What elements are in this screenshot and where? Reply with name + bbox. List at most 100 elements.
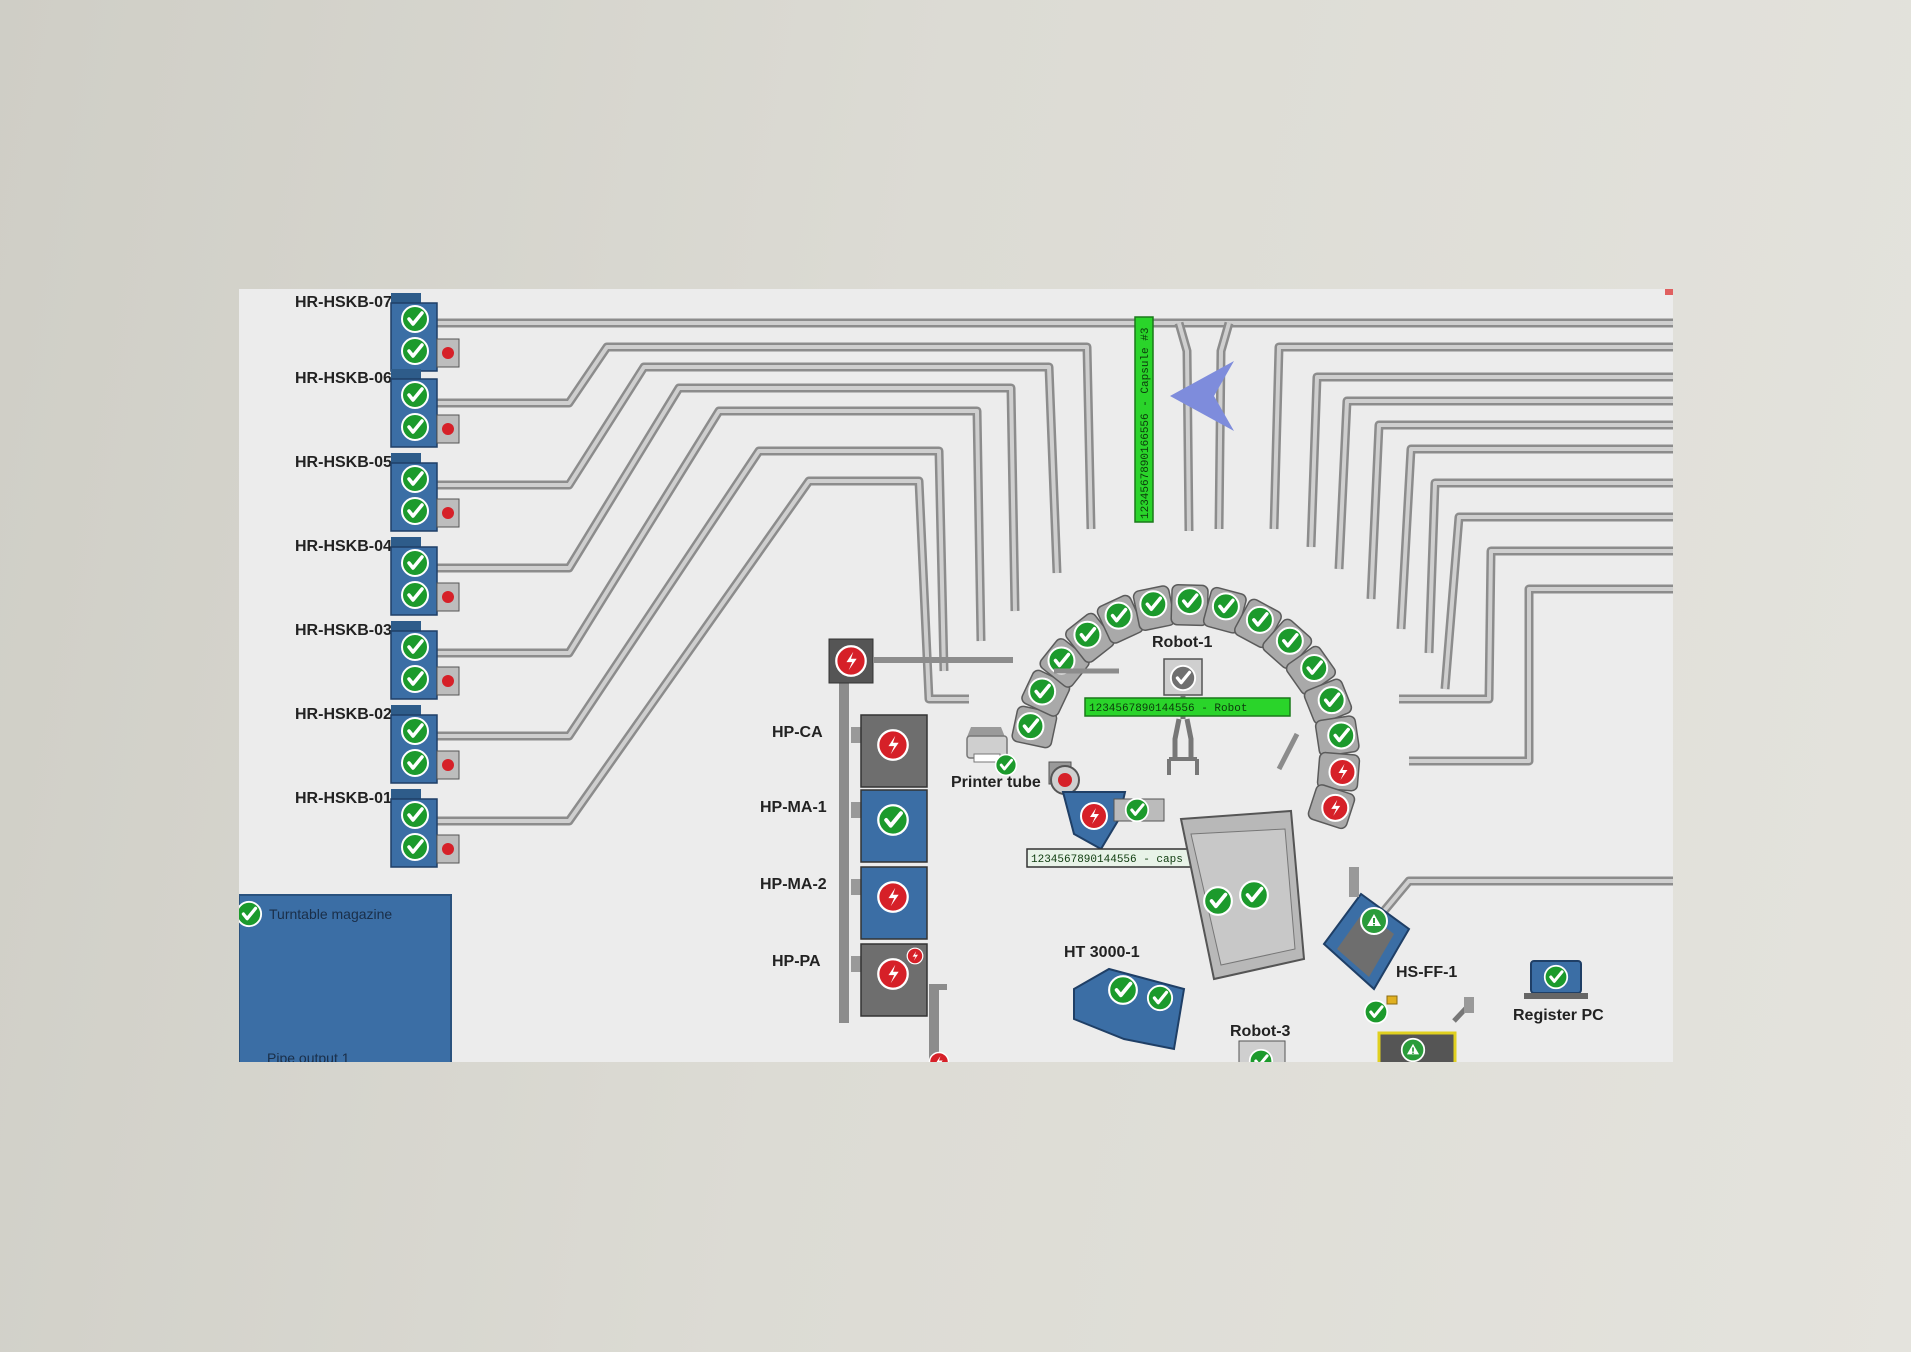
turntable-label: Turntable magazine — [269, 906, 392, 922]
robot-3-label: Robot-3 — [1230, 1023, 1291, 1040]
magazine-label: HR-HSKB-05 — [295, 454, 392, 471]
turntable-status-icon — [239, 900, 263, 928]
hp-stations: HP-CA HP-MA-1HP-MA-2HP-PA — [760, 714, 928, 1017]
printer-tube[interactable]: Printer tube — [951, 727, 1041, 791]
ring-pocket-status-icon — [1072, 619, 1103, 650]
magazine-upper-status-icon — [400, 800, 430, 830]
magazine-upper-status-icon — [400, 304, 430, 334]
magazine-lower-status-icon — [400, 496, 430, 526]
robot-1-ring — [1011, 583, 1361, 830]
station-hp-pa[interactable]: HP-PA — [772, 943, 928, 1017]
ring-pocket-status-icon — [1299, 653, 1329, 683]
ring-pocket[interactable] — [1170, 583, 1209, 627]
loader-cart[interactable] — [1179, 809, 1306, 981]
hp-column — [828, 638, 1013, 1062]
ht-3000-1[interactable]: HT 3000-1 — [1064, 944, 1186, 1051]
magazine-lower-status-icon — [400, 580, 430, 610]
turntable-output-label: Pipe output 1 — [267, 1050, 350, 1062]
station-status-icon — [877, 958, 909, 990]
bottom-station[interactable] — [1377, 997, 1474, 1062]
station-status-icon — [876, 803, 910, 837]
loader-status-icon-1 — [1202, 885, 1234, 917]
hp-column-top-status-icon — [835, 645, 867, 677]
magazine-lower-status-icon — [400, 832, 430, 862]
ring-pocket-status-icon — [1174, 586, 1205, 616]
ring-pocket-status-icon — [1321, 793, 1350, 822]
robot-3[interactable]: Robot-3 — [1230, 1023, 1291, 1062]
ring-pocket[interactable] — [1132, 585, 1176, 632]
register-pc[interactable]: Register PC — [1513, 960, 1604, 1024]
robot-1[interactable]: Robot-1 1234567890144556 - Robot — [1084, 634, 1291, 775]
station-hp-ma-1[interactable]: HP-MA-1 — [760, 789, 928, 863]
magazine-lower-status-icon — [400, 664, 430, 694]
station-hp-ca[interactable]: HP-CA — [772, 714, 928, 788]
hs-ff-1-sub-status-icon — [1363, 999, 1389, 1025]
ring-pocket-status-icon — [1326, 720, 1356, 751]
bottom-station-status-icon — [1400, 1037, 1426, 1062]
ring-pocket-status-icon — [1316, 685, 1347, 715]
ring-pocket[interactable] — [1307, 783, 1356, 830]
close-icon[interactable] — [1665, 289, 1673, 295]
ring-pocket-status-icon — [1138, 589, 1169, 619]
magazine-lower-status-icon — [400, 336, 430, 366]
magazine-label: HR-HSKB-07 — [295, 294, 392, 311]
ring-pocket-status-icon — [1245, 605, 1275, 635]
ring-pocket[interactable] — [1314, 715, 1360, 757]
ht-3000-1-status-icon-1 — [1107, 974, 1139, 1006]
ring-pocket-status-icon — [1211, 591, 1241, 622]
magazine-hr-hskb-04[interactable]: HR-HSKB-04 — [295, 537, 460, 616]
loader-status-icon-2 — [1238, 879, 1270, 911]
direction-arrow-icon — [1170, 361, 1234, 431]
magazine-label: HR-HSKB-06 — [295, 370, 392, 387]
magazine-column: HR-HSKB-07HR-HSKB-06HR-HSKB-05HR-HSKB-04… — [295, 293, 460, 868]
magazine-label: HR-HSKB-02 — [295, 706, 392, 723]
magazine-lower-status-icon — [400, 412, 430, 442]
register-pc-status-icon — [1543, 964, 1569, 990]
printer-label: Printer tube — [951, 774, 1041, 791]
station-label: HP-CA — [772, 724, 823, 741]
station-hp-ma-2[interactable]: HP-MA-2 — [760, 866, 928, 940]
magazine-hr-hskb-06[interactable]: HR-HSKB-06 — [295, 369, 460, 448]
plant-diagram: HR-HSKB-07HR-HSKB-06HR-HSKB-05HR-HSKB-04… — [239, 289, 1673, 1062]
magazine-upper-status-icon — [400, 716, 430, 746]
magazine-hr-hskb-03[interactable]: HR-HSKB-03 — [295, 621, 460, 700]
magazine-upper-status-icon — [400, 548, 430, 578]
hs-ff-1[interactable]: HS-FF-1 — [1322, 867, 1457, 1025]
magazine-upper-status-icon — [400, 632, 430, 662]
lock-icon — [1386, 995, 1398, 1005]
robot-1-status-icon — [1169, 664, 1197, 692]
ht-3000-1-status-icon-2 — [1146, 984, 1174, 1012]
magazine-label: HR-HSKB-04 — [295, 538, 392, 555]
ring-pocket-status-icon — [1275, 626, 1305, 656]
magazine-label: HR-HSKB-01 — [295, 790, 392, 807]
ht-3000-1-label: HT 3000-1 — [1064, 944, 1140, 961]
magazine-lower-status-icon — [400, 748, 430, 778]
station-label: HP-MA-1 — [760, 799, 827, 816]
robot-1-label: Robot-1 — [1152, 634, 1213, 651]
hs-ff-1-status-icon — [1360, 907, 1388, 935]
station-badge-icon — [906, 947, 924, 965]
station-label: HP-PA — [772, 953, 821, 970]
magazine-hr-hskb-07[interactable]: HR-HSKB-07 — [295, 293, 460, 372]
robot-1-barcode — [1084, 697, 1291, 717]
caps-barcode-text: 1234567890144556 - caps from ro — [1031, 854, 1236, 866]
magazine-hr-hskb-01[interactable]: HR-HSKB-01 — [295, 789, 460, 868]
ring-pocket-status-icon — [1103, 600, 1134, 631]
register-pc-label: Register PC — [1513, 1007, 1604, 1024]
capsule-barcode: 1234567890166556 - Capsule #3 — [1134, 316, 1154, 523]
ring-pocket-status-icon — [1328, 757, 1357, 786]
magazine-hr-hskb-05[interactable]: HR-HSKB-05 — [295, 453, 460, 532]
magazine-label: HR-HSKB-03 — [295, 622, 392, 639]
turntable-magazine[interactable]: Turntable magazine Pipe output 1 — [239, 894, 452, 1062]
transport-tracks — [411, 318, 1673, 932]
station-status-icon — [877, 881, 909, 913]
capsule-barcode-text: 1234567890166556 - Capsule #3 — [1140, 328, 1152, 519]
ring-pocket-status-icon — [1015, 711, 1046, 741]
robot-1-barcode-text: 1234567890144556 - Robot — [1089, 703, 1247, 715]
station-label: HP-MA-2 — [760, 876, 827, 893]
ring-pocket-status-icon — [1027, 676, 1057, 707]
magazine-upper-status-icon — [400, 464, 430, 494]
magazine-upper-status-icon — [400, 380, 430, 410]
magazine-hr-hskb-02[interactable]: HR-HSKB-02 — [295, 705, 460, 784]
